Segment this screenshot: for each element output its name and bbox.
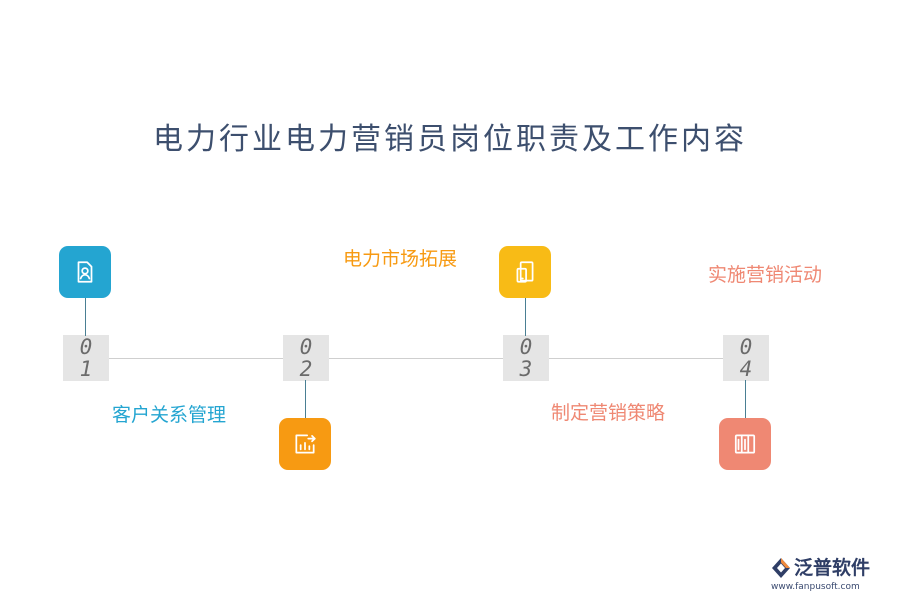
page-title: 电力行业电力营销员岗位职责及工作内容: [153, 122, 747, 157]
brand-watermark: 泛普软件 www.fanpusoft.com: [768, 552, 894, 596]
connector-03: [525, 298, 526, 336]
fanpu-logo-icon: [772, 558, 790, 578]
step-label-01: 客户关系管理: [112, 404, 227, 426]
step-icon-tile-01: [59, 246, 111, 298]
step-number-digit: 4: [739, 357, 753, 381]
brand-name: 泛普软件: [794, 557, 871, 579]
step-label-04: 实施营销活动: [708, 264, 823, 286]
step-number-box-02: 0 2: [283, 335, 329, 381]
timeline-line: [86, 358, 746, 359]
panels-icon: [734, 434, 756, 454]
step-number-box-03: 0 3: [503, 335, 549, 381]
step-icon-tile-04: [719, 418, 771, 470]
step-icon-tile-02: [279, 418, 331, 470]
step-label-03: 制定营销策略: [551, 402, 666, 424]
connector-02: [305, 380, 306, 420]
user-document-icon: [77, 261, 93, 283]
step-number-digit: 1: [79, 357, 93, 381]
step-number-digit: 0: [79, 335, 93, 359]
connector-04: [745, 380, 746, 420]
connector-01: [85, 298, 86, 336]
step-label-02: 电力市场拓展: [343, 248, 458, 270]
step-number-digit: 0: [739, 335, 753, 359]
step-number-digit: 2: [299, 357, 313, 381]
chart-export-icon: [295, 434, 316, 454]
brand-url: www.fanpusoft.com: [771, 582, 860, 592]
step-icon-tile-03: [499, 246, 551, 298]
step-number-box-04: 0 4: [723, 335, 769, 381]
step-number-digit: 3: [519, 357, 533, 381]
step-number-box-01: 0 1: [63, 335, 109, 381]
device-icon: [516, 261, 534, 283]
step-number-digit: 0: [519, 335, 533, 359]
step-number-digit: 0: [299, 335, 313, 359]
